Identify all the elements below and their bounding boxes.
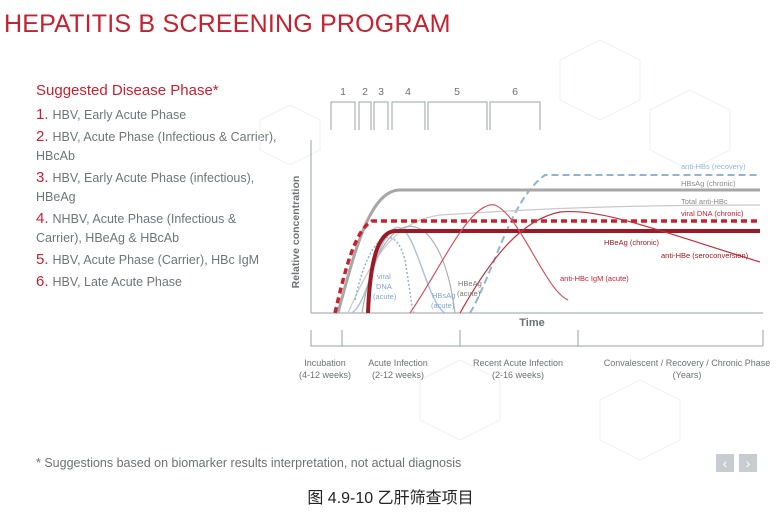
label-viral-dna-acute-2: DNA <box>376 282 392 291</box>
label-hbeag-acute-1: HBeAg <box>458 279 482 288</box>
curve-viral-dna-chronic <box>333 219 760 314</box>
stage-convalescent-duration: (Years) <box>673 370 702 380</box>
page-title: HEPATITIS B SCREENING PROGRAM <box>4 10 451 38</box>
phase-number: 3. <box>36 169 49 186</box>
stage-recent-acute-name: Recent Acute Infection <box>473 358 563 368</box>
phase-marker-3: 3 <box>378 86 384 98</box>
stage-acute-duration: (2-12 weeks) <box>372 370 424 380</box>
phase-marker-6: 6 <box>512 86 518 98</box>
curve-hbeag-chronic <box>366 229 760 314</box>
phase-text: HBV, Acute Phase (Infectious & Carrier),… <box>36 130 277 163</box>
phase-text: NHBV, Acute Phase (Infectious & Carrier)… <box>36 212 237 245</box>
hexagon-background <box>259 39 731 461</box>
figure-caption: 图 4.9-10 乙肝筛查项目 <box>307 490 474 507</box>
curve-anti-hbe <box>459 210 761 314</box>
label-viral-dna-chronic: viral DNA (chronic) <box>681 209 744 218</box>
phase-number: 5. <box>36 251 49 268</box>
phase-item-1: 1.HBV, Early Acute Phase <box>36 105 281 125</box>
phase-marker-5: 5 <box>454 86 460 98</box>
label-hbsag-chronic: HBsAg (chronic) <box>681 179 736 188</box>
label-viral-dna-acute-3: (acute) <box>373 292 397 301</box>
phase-number: 2. <box>36 128 49 145</box>
stage-acute-name: Acute Infection <box>368 358 428 368</box>
curve-anti-hbc-igm <box>409 204 569 314</box>
previous-slide-button[interactable]: ‹ <box>716 454 734 472</box>
phase-text: HBV, Late Acute Phase <box>52 275 183 289</box>
label-anti-hbc-igm: anti-HBc IgM (acute) <box>560 274 629 283</box>
phase-number: 6. <box>36 273 49 290</box>
phase-list: 1.HBV, Early Acute Phase 2.HBV, Acute Ph… <box>36 105 281 294</box>
phase-item-2: 2.HBV, Acute Phase (Infectious & Carrier… <box>36 127 281 166</box>
label-hbeag-chronic: HBeAg (chronic) <box>604 238 660 247</box>
curve-hbsag-chronic <box>336 188 760 314</box>
label-viral-dna-acute-1: viral <box>377 272 391 281</box>
stage-recent-acute-duration: (2-16 weeks) <box>492 370 544 380</box>
label-hbsag-acute-2: (acute) <box>431 301 455 310</box>
label-hbsag-acute-1: HBsAg <box>432 291 455 300</box>
phase-text: HBV, Early Acute Phase (infectious), HBe… <box>36 171 255 204</box>
phase-item-3: 3.HBV, Early Acute Phase (infectious), H… <box>36 168 281 207</box>
phase-item-6: 6.HBV, Late Acute Phase <box>36 272 281 292</box>
next-slide-button[interactable]: › <box>739 454 757 472</box>
phase-number: 1. <box>36 106 49 123</box>
phase-marker-2: 2 <box>362 86 368 98</box>
phase-marker-4: 4 <box>405 86 411 98</box>
label-anti-hbe: anti-HBe (seroconversion) <box>661 251 749 260</box>
phase-brackets <box>330 101 541 130</box>
footnote: * Suggestions based on biomarker results… <box>36 456 462 470</box>
label-anti-hbs: anti-HBs (recovery) <box>681 162 746 171</box>
phase-text: HBV, Acute Phase (Carrier), HBc IgM <box>52 253 260 267</box>
phase-item-5: 5.HBV, Acute Phase (Carrier), HBc IgM <box>36 250 281 270</box>
x-axis-label: Time <box>519 317 544 329</box>
label-hbeag-acute-2: (acute) <box>457 289 481 298</box>
phase-text: HBV, Early Acute Phase <box>52 108 187 122</box>
phase-marker-1: 1 <box>340 86 346 98</box>
phase-number: 4. <box>36 210 49 227</box>
stage-incubation-duration: (4-12 weeks) <box>299 370 351 380</box>
label-total-anti-hbc: Total anti-HBc <box>681 197 728 206</box>
stage-bracket <box>310 330 764 347</box>
phase-item-4: 4.NHBV, Acute Phase (Infectious & Carrie… <box>36 209 281 248</box>
stage-convalescent-name: Convalescent / Recovery / Chronic Phase <box>604 358 771 368</box>
phase-list-heading: Suggested Disease Phase* <box>36 82 219 99</box>
y-axis-label: Relative concentration <box>290 176 302 289</box>
stage-incubation-name: Incubation <box>304 358 346 368</box>
